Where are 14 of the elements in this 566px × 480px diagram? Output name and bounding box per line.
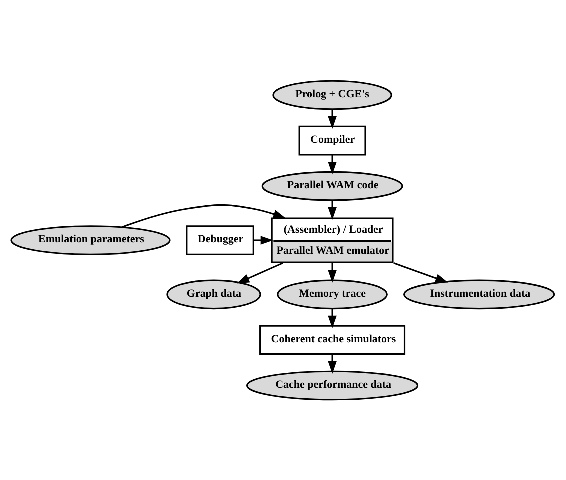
node-ellipse: Cache performance data xyxy=(246,370,419,400)
node-ellipse: Graph data xyxy=(166,279,262,310)
node-box: Coherent cache simulators xyxy=(260,324,406,355)
arrow xyxy=(254,236,274,244)
node-ellipse: Memory trace xyxy=(277,279,388,310)
arrow xyxy=(236,262,284,284)
node-ellipse: Parallel WAM code xyxy=(262,170,404,201)
arrow xyxy=(122,204,286,228)
node-ellipse: Instrumentation data xyxy=(404,279,556,310)
node-box: Compiler xyxy=(298,125,366,156)
node-ellipse: Emulation parameters xyxy=(10,225,171,255)
node-box: Debugger xyxy=(186,225,254,255)
node-ellipse: Prolog + CGE's xyxy=(272,80,392,110)
arrow xyxy=(394,262,448,282)
